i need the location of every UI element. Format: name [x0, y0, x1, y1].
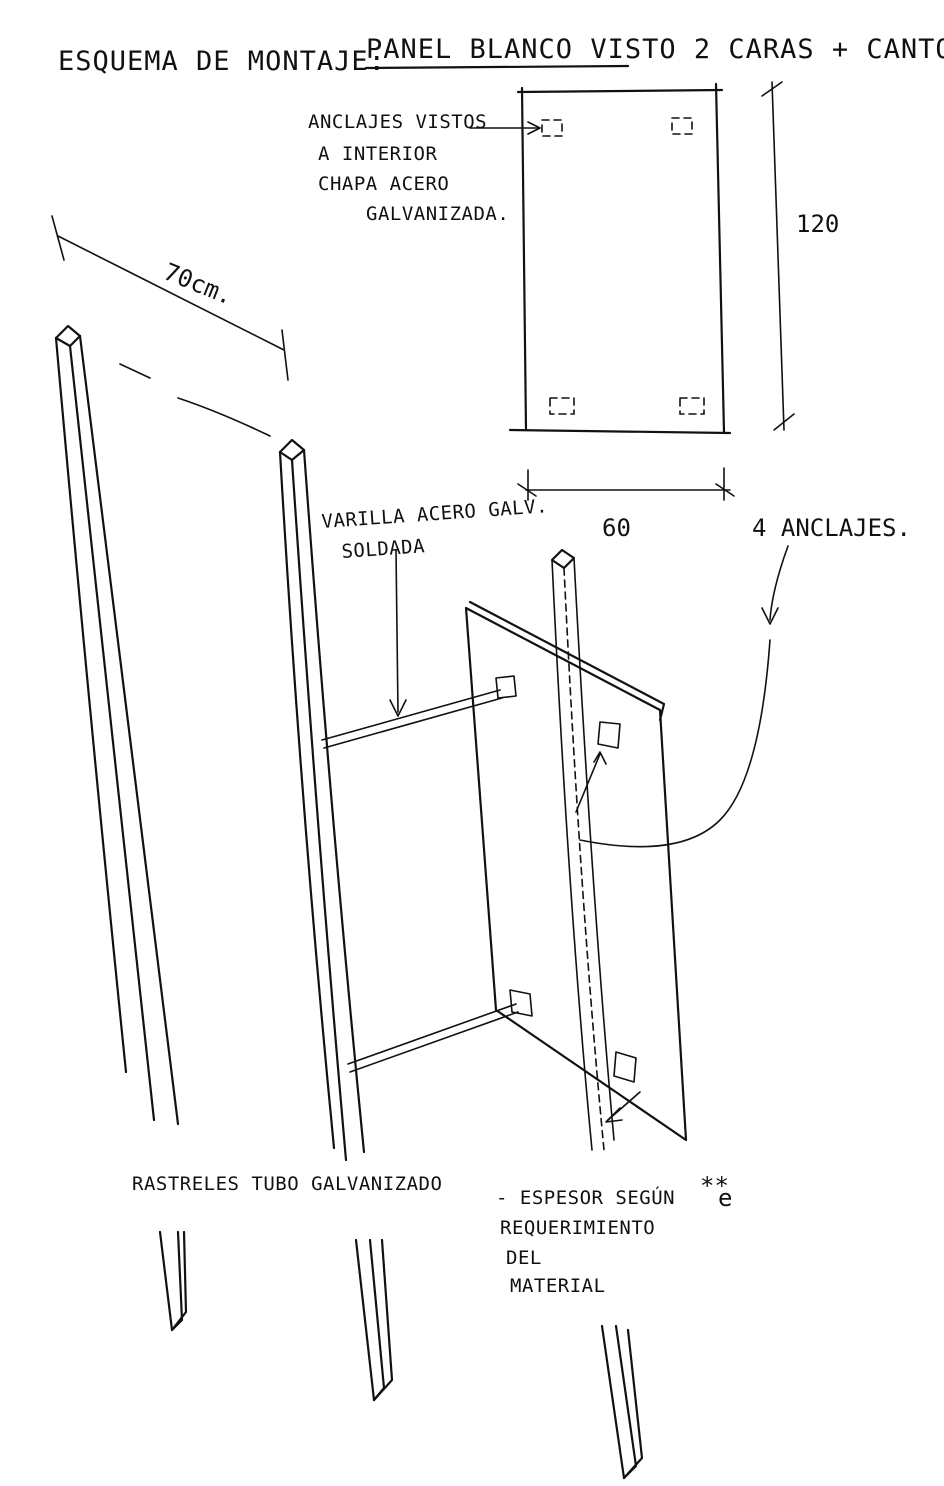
- post-foot-right: [600, 1324, 644, 1480]
- rod-label-line-1: VARILLA ACERO GALV.: [321, 495, 549, 533]
- arrow-icon: [761, 607, 779, 625]
- rod-upper: [321, 689, 503, 749]
- anchor-square-icon: [541, 119, 563, 137]
- dimension-tick-icon: [517, 469, 537, 501]
- dimension-line-height: [771, 81, 785, 431]
- thickness-symbol: e: [718, 1184, 732, 1212]
- dimension-tick-icon: [281, 329, 289, 381]
- dimension-tick-icon: [51, 215, 65, 261]
- arrow-icon: [575, 753, 601, 813]
- title-subject: PANEL BLANCO VISTO 2 CARAS + CANTO.: [366, 34, 944, 65]
- anchors-note-line-4: GALVANIZADA.: [366, 203, 509, 225]
- anchors-note-line-2: A INTERIOR: [318, 143, 437, 165]
- arrow-icon: [593, 751, 607, 765]
- anchor-square-icon: [549, 397, 575, 415]
- anchor-square-icon: [671, 117, 693, 135]
- leader-curve: [579, 639, 771, 848]
- arrow-icon: [769, 545, 789, 621]
- post-right: [550, 548, 615, 1151]
- dimension-tick-icon: [715, 467, 735, 501]
- post-foot-middle: [354, 1238, 394, 1402]
- thickness-line-4: MATERIAL: [510, 1275, 606, 1297]
- post-foot-left: [158, 1230, 188, 1332]
- anchor-square-icon: [679, 397, 705, 415]
- dim-posts-label: 70cm.: [160, 258, 237, 311]
- dimension-tick-icon: [761, 81, 783, 97]
- anchor-square-icon: [597, 721, 621, 749]
- dimension-link-dashed: [119, 363, 271, 437]
- anchors-note-line-3: CHAPA ACERO: [318, 173, 449, 195]
- arrow-icon: [395, 549, 399, 713]
- arrow-icon: [527, 121, 541, 135]
- thickness-line-1: - ESPESOR SEGÚN: [496, 1185, 675, 1209]
- thickness-asterisks: **: [700, 1172, 729, 1200]
- title-underline: [364, 64, 630, 70]
- thickness-line-2: REQUERIMIENTO: [500, 1217, 655, 1239]
- title-prefix: ESQUEMA DE MONTAJE:: [58, 46, 386, 77]
- arrow-icon: [389, 699, 407, 717]
- arrow-icon: [605, 1107, 623, 1123]
- dimension-line-posts: [57, 235, 285, 351]
- post-middle: [278, 438, 366, 1162]
- anchor-square-icon: [509, 989, 533, 1017]
- anchor-square-icon: [495, 675, 517, 699]
- panel-elevation: [469, 81, 795, 501]
- thickness-line-3: DEL: [506, 1247, 542, 1269]
- post-left: [54, 324, 180, 1126]
- anchors-count-label: 4 ANCLAJES.: [752, 514, 911, 542]
- anchors-note-line-1: ANCLAJES VISTOS: [308, 111, 487, 133]
- anchor-square-icon: [613, 1051, 637, 1083]
- rod-lower: [347, 1003, 519, 1073]
- dim-width-label: 60: [602, 514, 631, 542]
- panel-perspective: [464, 600, 688, 1142]
- posts-label: RASTRELES TUBO GALVANIZADO: [132, 1173, 442, 1195]
- dim-height-label: 120: [796, 210, 839, 238]
- dimension-tick-icon: [773, 413, 795, 431]
- rod-label-line-2: SOLDADA: [341, 535, 426, 563]
